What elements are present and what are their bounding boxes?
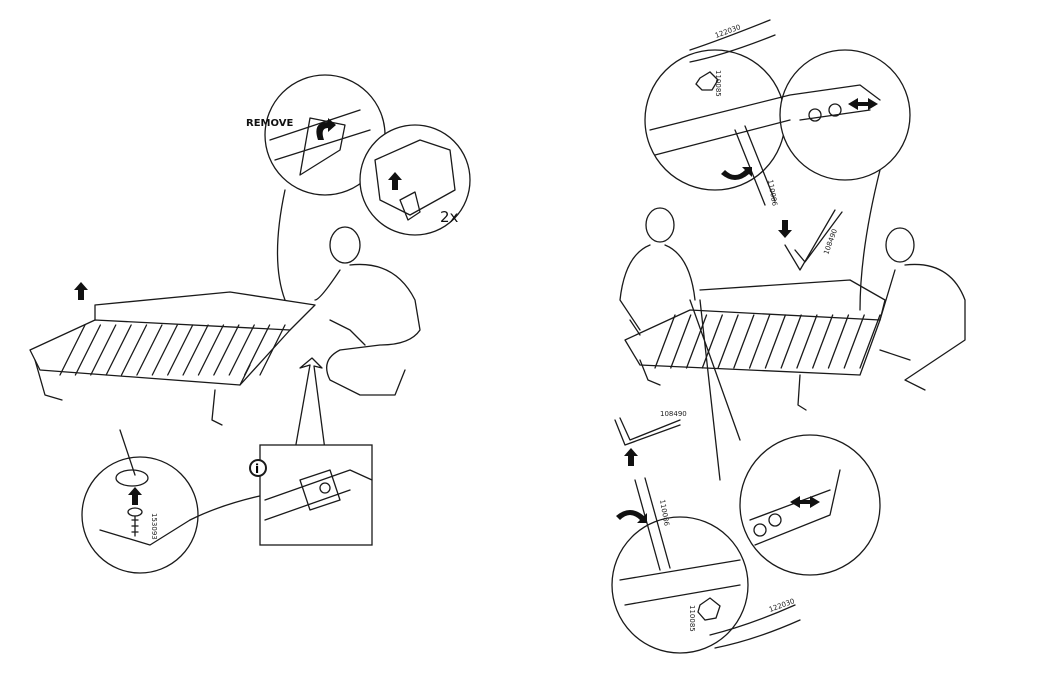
bottom-bolt-detail-callout [611, 299, 881, 654]
bottom-wrench-part: 122030 [768, 597, 796, 614]
bottom-key-part: 108490 [660, 410, 687, 418]
up-arrow-icon [74, 282, 88, 300]
right-bed-frame [624, 279, 886, 411]
slat [701, 314, 723, 369]
svg-text:i: i [255, 462, 259, 476]
slat [812, 314, 834, 369]
slat [74, 324, 102, 376]
slat [764, 314, 787, 369]
right-person-right [879, 227, 966, 391]
slat [120, 324, 148, 376]
slat [59, 324, 86, 376]
right-person-left [619, 207, 696, 336]
slat [748, 314, 771, 369]
slat [780, 314, 802, 369]
slat [90, 324, 117, 376]
slat [243, 324, 271, 376]
remove-label: REMOVE [246, 118, 293, 129]
slat [151, 324, 178, 376]
screw-detail-callout [81, 429, 291, 574]
slat [213, 324, 240, 376]
slat [182, 324, 209, 376]
slat [670, 314, 692, 369]
slat [733, 314, 755, 369]
slat [859, 314, 881, 369]
top-key-part: 108490 [822, 228, 839, 256]
slat [827, 314, 850, 369]
top-wrench-part: 122030 [714, 23, 742, 40]
top-bolt-part: 110086 [766, 179, 779, 207]
slat [167, 324, 194, 376]
info-icon: i [249, 459, 267, 477]
screw-part-number: 153093 [150, 513, 158, 540]
slat [105, 324, 132, 376]
slat [654, 314, 676, 369]
quantity-label: 2x [440, 208, 459, 226]
slat [228, 324, 255, 376]
top-nut-part: 110085 [714, 70, 722, 97]
quantity-detail-callout [359, 124, 471, 236]
slat [136, 324, 163, 376]
top-bolt-detail-callout [644, 19, 911, 311]
slat [685, 314, 708, 369]
slat [717, 314, 739, 369]
slat [843, 314, 865, 369]
info-detail-box [259, 444, 373, 546]
left-bed-frame [29, 291, 316, 426]
left-kneeling-person [314, 226, 421, 396]
slat [197, 324, 225, 376]
slat [259, 324, 286, 376]
slat [796, 314, 818, 369]
bottom-nut-part: 110085 [688, 605, 696, 632]
